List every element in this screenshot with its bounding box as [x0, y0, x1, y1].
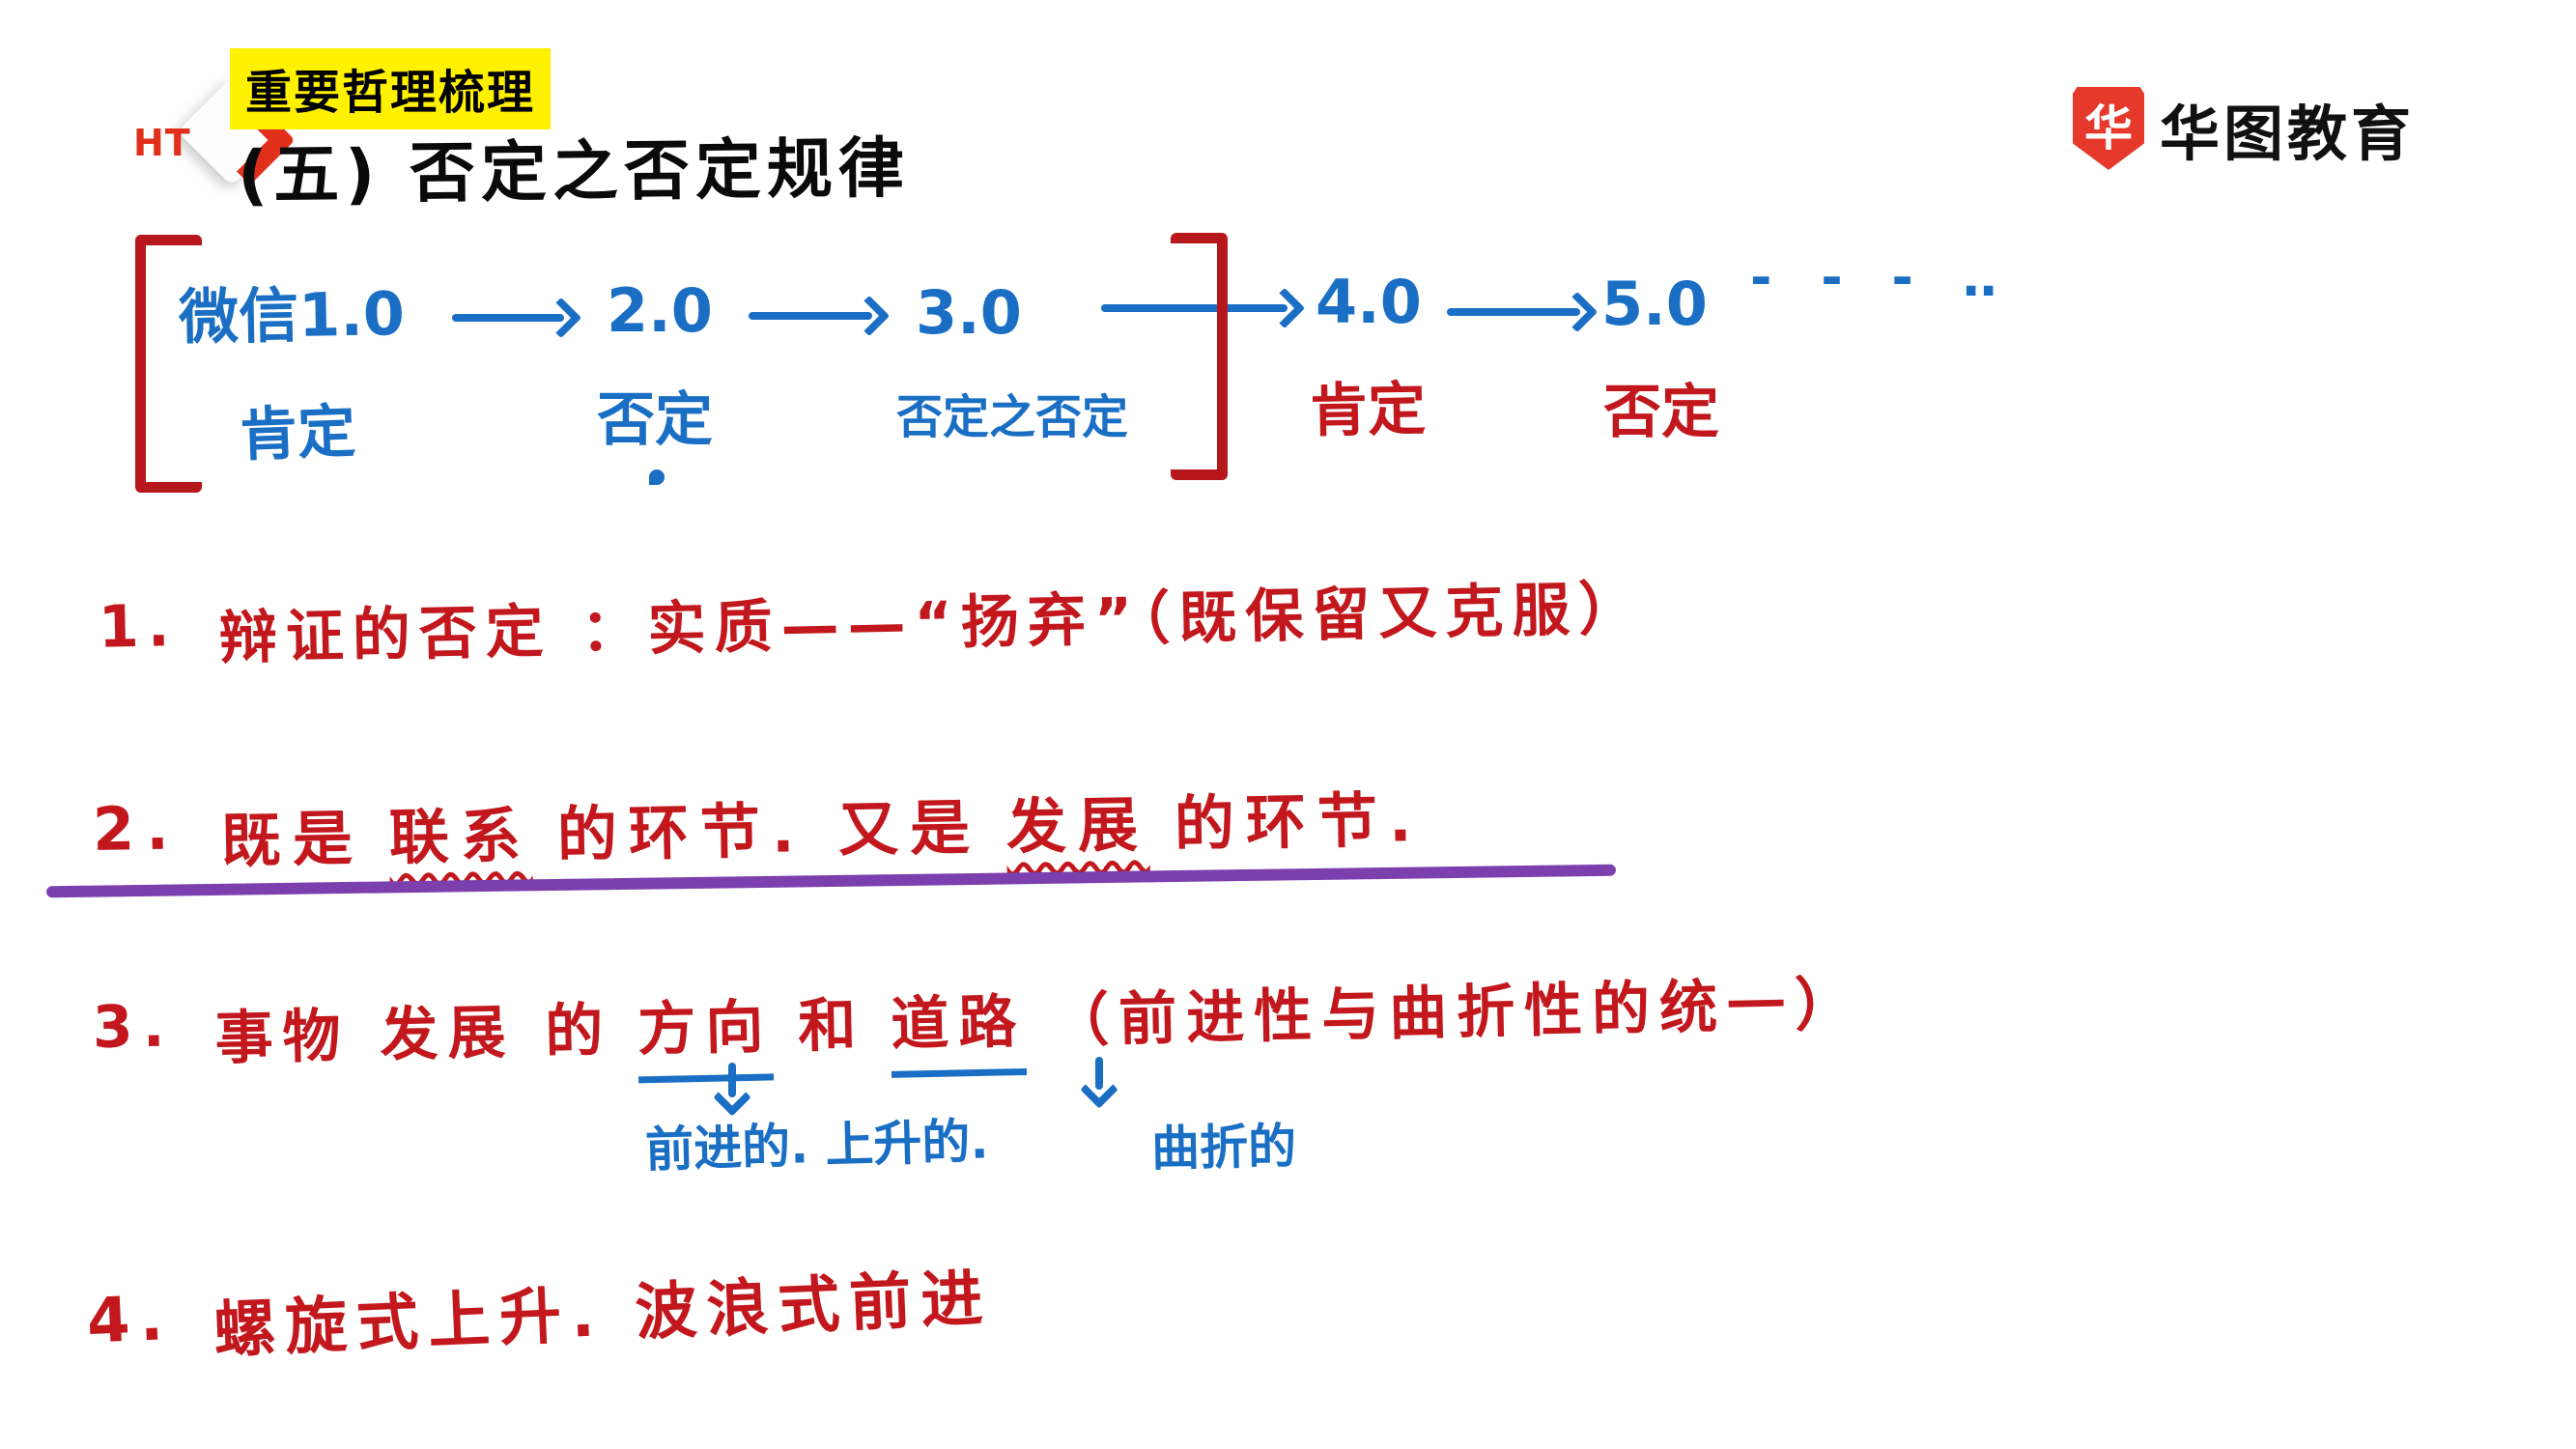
note-text: 既是	[220, 803, 365, 876]
annotation-tortuous: 曲折的	[1150, 1118, 1297, 1178]
note-text: （前进性与曲折性的统一）	[1050, 970, 1863, 1056]
note-text: 的环节. 又是	[556, 791, 982, 870]
diagram-ellipsis: - - - ‥	[1750, 247, 2013, 308]
stage-label-negation-red: 否定	[1603, 379, 1719, 446]
note-text: 螺旋式上升. 波浪式前进	[212, 1263, 994, 1368]
arrow-right-icon	[749, 295, 891, 337]
arrow-down-icon	[713, 1063, 751, 1117]
arrow-head	[848, 295, 891, 337]
underlined-term-daolu: 道路	[890, 974, 1028, 1078]
note-number: 2.	[92, 792, 182, 866]
note-text: 和	[797, 991, 867, 1061]
arrow-right-icon	[1447, 291, 1599, 333]
stage-label-negation-of-negation: 否定之否定	[896, 390, 1129, 444]
note-line-1: 1. 辩证的否定 ：实质——“扬弃”（既保留又克服）	[98, 561, 1646, 678]
underlined-term-lianxi: 联系	[388, 800, 533, 873]
diagram-node-3: 3.0	[916, 277, 1022, 348]
underlined-term-fazhan: 发展	[1005, 788, 1150, 863]
stage-label-negation: 否定	[597, 386, 713, 454]
brand-logo: 华 华图教育	[2073, 85, 2415, 172]
arrow-down-icon	[1080, 1057, 1118, 1109]
arrow-head	[1080, 1070, 1118, 1109]
brand-name: 华图教育	[2160, 99, 2416, 169]
diagram-node-wechat-1: 微信1.0	[178, 277, 406, 354]
arrow-head	[1556, 291, 1599, 333]
note-text: 事物 发展 的	[213, 996, 614, 1073]
note-line-4: 4. 螺旋式上升. 波浪式前进	[85, 1248, 993, 1375]
arrow-shaft	[1447, 308, 1580, 316]
diagram-node-5: 5.0	[1601, 269, 1708, 339]
arrow-head	[540, 297, 582, 339]
note-text: 辩证的否定 ：实质——“扬弃”（既保留又克服）	[218, 575, 1646, 673]
ht-logo: HT	[133, 76, 296, 190]
arrow-right-icon	[452, 297, 582, 339]
note-line-3: 3. 事物 发展 的 方向 和 道路 （前进性与曲折性的统一）	[92, 957, 1863, 1094]
stage-label-affirmation-red: 肯定	[1309, 375, 1427, 446]
arrow-right-icon	[1101, 287, 1306, 329]
red-bracket-left	[135, 235, 202, 493]
note-number: 3.	[92, 992, 176, 1063]
ht-logo-text: HT	[133, 122, 191, 164]
underlined-term-fangxiang: 方向	[637, 980, 775, 1084]
note-number: 1.	[98, 592, 180, 662]
ink-dot-mark	[649, 469, 665, 485]
arrow-shaft	[452, 314, 564, 322]
note-line-2: 2. 既是 联系 的环节. 又是 发展 的环节.	[92, 771, 1424, 881]
highlight-badge: 重要哲理梳理	[230, 48, 552, 129]
brand-symbol: 华	[2084, 100, 2133, 156]
arrow-shaft	[728, 1063, 736, 1097]
brand-shield-icon: 华	[2073, 87, 2144, 170]
arrow-shaft	[749, 312, 872, 320]
page-title: (五) 否定之否定规律	[237, 130, 911, 214]
arrow-head	[1263, 287, 1306, 329]
note-number: 4.	[85, 1282, 175, 1358]
diagram-node-2: 2.0	[607, 275, 713, 346]
arrow-shaft	[1101, 304, 1288, 312]
annotation-forward-upward: 前进的. 上升的.	[644, 1113, 990, 1179]
note-text: 的环节.	[1174, 783, 1425, 860]
diagram-node-4: 4.0	[1316, 267, 1422, 337]
stage-label-affirmation: 肯定	[239, 397, 357, 470]
red-bracket-right	[1171, 233, 1228, 480]
arrow-shaft	[1095, 1057, 1103, 1090]
